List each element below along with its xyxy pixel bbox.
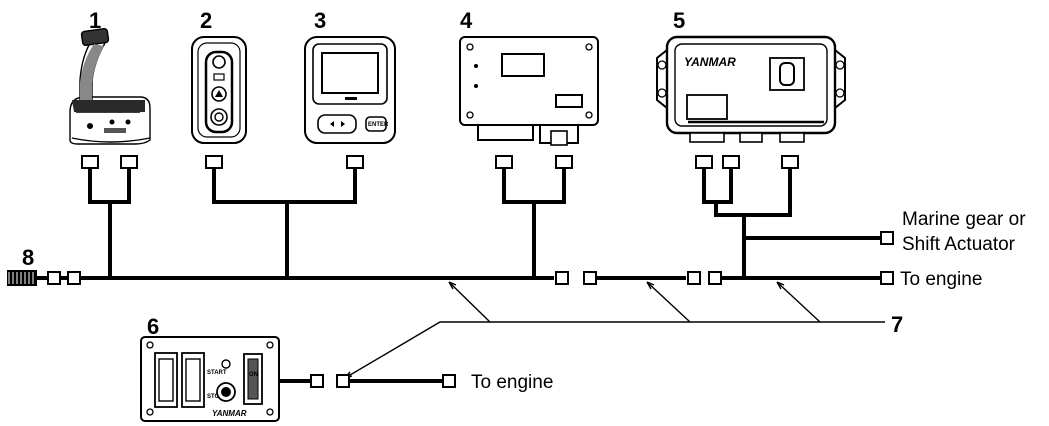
ecu-brand-logo: YANMAR — [684, 55, 736, 69]
marine-gear-label-line2: Shift Actuator — [902, 234, 1016, 255]
marine-gear-label-line1: Marine gear or — [902, 209, 1026, 230]
panel-start-label: START — [207, 370, 227, 376]
panel-stop-label: STOP — [207, 394, 223, 400]
to-engine-label-main: To engine — [900, 269, 982, 290]
wiring-harness — [7, 166, 885, 383]
device-5-ecu: YANMAR — [656, 35, 846, 143]
device-4-control-unit — [459, 36, 599, 146]
connectors — [47, 155, 894, 388]
device-3-display: ENTER — [304, 36, 396, 144]
device-6-key-panel: START STOP ON YANMAR — [140, 336, 280, 422]
panel-brand-logo: YANMAR — [212, 409, 247, 418]
device-2-switch-panel — [191, 36, 247, 144]
panel-on-label: ON — [249, 372, 258, 378]
callout-1: 1 — [89, 8, 101, 33]
to-engine-label-panel: To engine — [471, 372, 553, 393]
callout-6: 6 — [147, 314, 159, 339]
callout-4: 4 — [460, 8, 473, 33]
device-1-control-head — [69, 27, 151, 145]
callout-3: 3 — [314, 8, 326, 33]
callout-2: 2 — [200, 8, 212, 33]
callout-7: 7 — [891, 312, 903, 337]
callout-8: 8 — [22, 245, 34, 270]
display-enter-label: ENTER — [368, 122, 389, 128]
callout-5: 5 — [673, 8, 685, 33]
